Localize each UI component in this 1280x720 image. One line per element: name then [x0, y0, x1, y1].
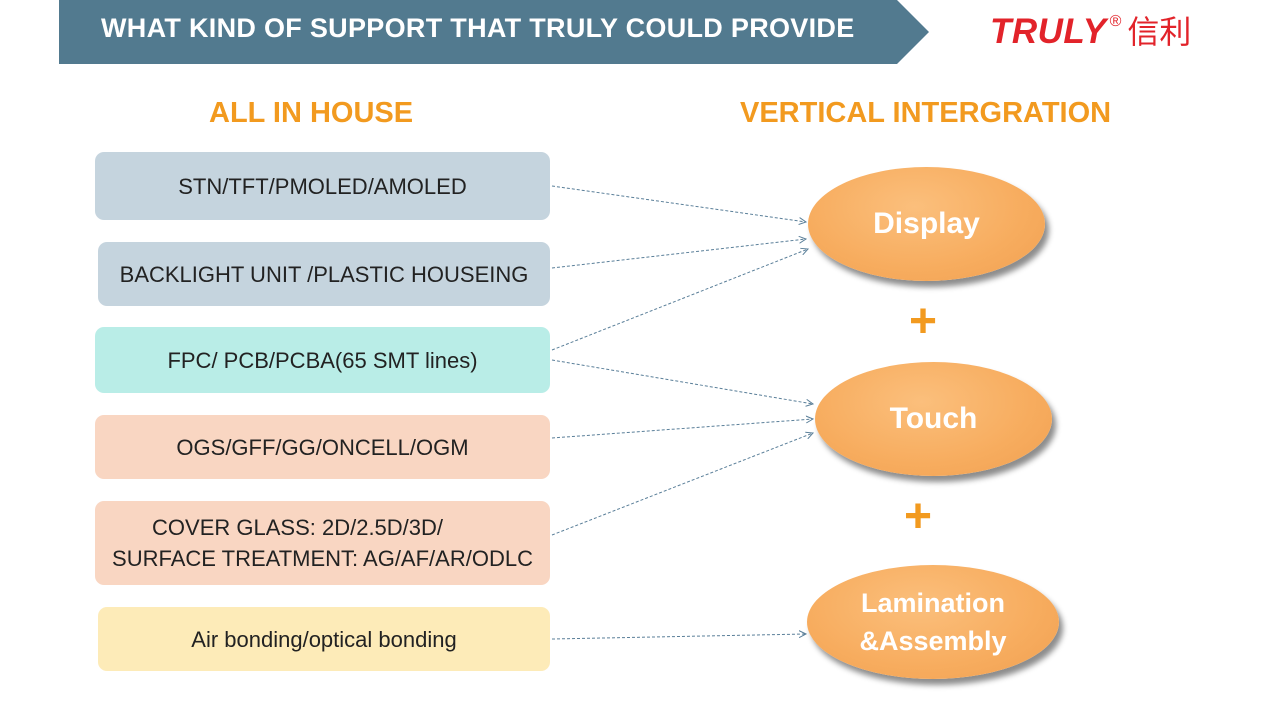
capability-box-backlight: BACKLIGHT UNIT /PLASTIC HOUSEING [98, 242, 550, 306]
logo-chinese-name: 信利 [1127, 13, 1192, 51]
connector-touch-2 [551, 419, 813, 439]
connector-touch-3 [551, 433, 813, 536]
plus-sign: + [904, 490, 933, 543]
capability-label: OGS/GFF/GG/ONCELL/OGM [176, 434, 469, 460]
connector-display-3 [551, 249, 808, 351]
title-banner: WHAT KIND OF SUPPORT THAT TRULY COULD PR… [59, 0, 929, 64]
page-title: WHAT KIND OF SUPPORT THAT TRULY COULD PR… [101, 13, 855, 43]
banner-arrow-shape [59, 0, 929, 64]
oval-label-line1: Lamination [860, 588, 1005, 618]
connector-display-2 [551, 239, 806, 269]
logo-wordmark: TRULY [990, 12, 1107, 51]
capability-label-line1: COVER GLASS: 2D/2.5D/3D/ [152, 515, 444, 540]
display-oval: Display [808, 167, 1045, 281]
capability-box-touch-tech: OGS/GFF/GG/ONCELL/OGM [95, 415, 550, 479]
oval-label: Lamination &Assembly [859, 584, 1006, 660]
lamination-assembly-oval: Lamination &Assembly [807, 565, 1059, 679]
capability-label-line2: SURFACE TREATMENT: AG/AF/AR/ODLC [112, 546, 533, 571]
capability-label: STN/TFT/PMOLED/AMOLED [178, 173, 467, 199]
connector-touch-1 [551, 359, 813, 404]
connector-lamination [551, 634, 806, 640]
oval-label: Display [873, 207, 980, 240]
capability-label: Air bonding/optical bonding [191, 626, 457, 652]
vertical-integration-heading: VERTICAL INTERGRATION [740, 97, 1112, 129]
plus-sign: + [909, 295, 938, 348]
registered-mark: ® [1109, 13, 1122, 30]
touch-oval: Touch [815, 362, 1052, 476]
capability-box-display-tech: STN/TFT/PMOLED/AMOLED [95, 152, 550, 220]
capability-label: BACKLIGHT UNIT /PLASTIC HOUSEING [119, 261, 529, 287]
capability-box-bonding: Air bonding/optical bonding [98, 607, 550, 671]
connector-display-1 [551, 185, 806, 222]
capability-label: COVER GLASS: 2D/2.5D/3D/ SURFACE TREATME… [112, 512, 533, 574]
capability-box-cover-glass: COVER GLASS: 2D/2.5D/3D/ SURFACE TREATME… [95, 501, 550, 585]
all-in-house-heading: ALL IN HOUSE [209, 97, 414, 129]
oval-label-line2: &Assembly [859, 626, 1007, 656]
oval-label: Touch [889, 402, 978, 435]
capability-box-fpc-pcb: FPC/ PCB/PCBA(65 SMT lines) [95, 327, 550, 393]
truly-logo: TRULY ® 信利 [990, 10, 1191, 56]
capability-label: FPC/ PCB/PCBA(65 SMT lines) [167, 347, 478, 373]
